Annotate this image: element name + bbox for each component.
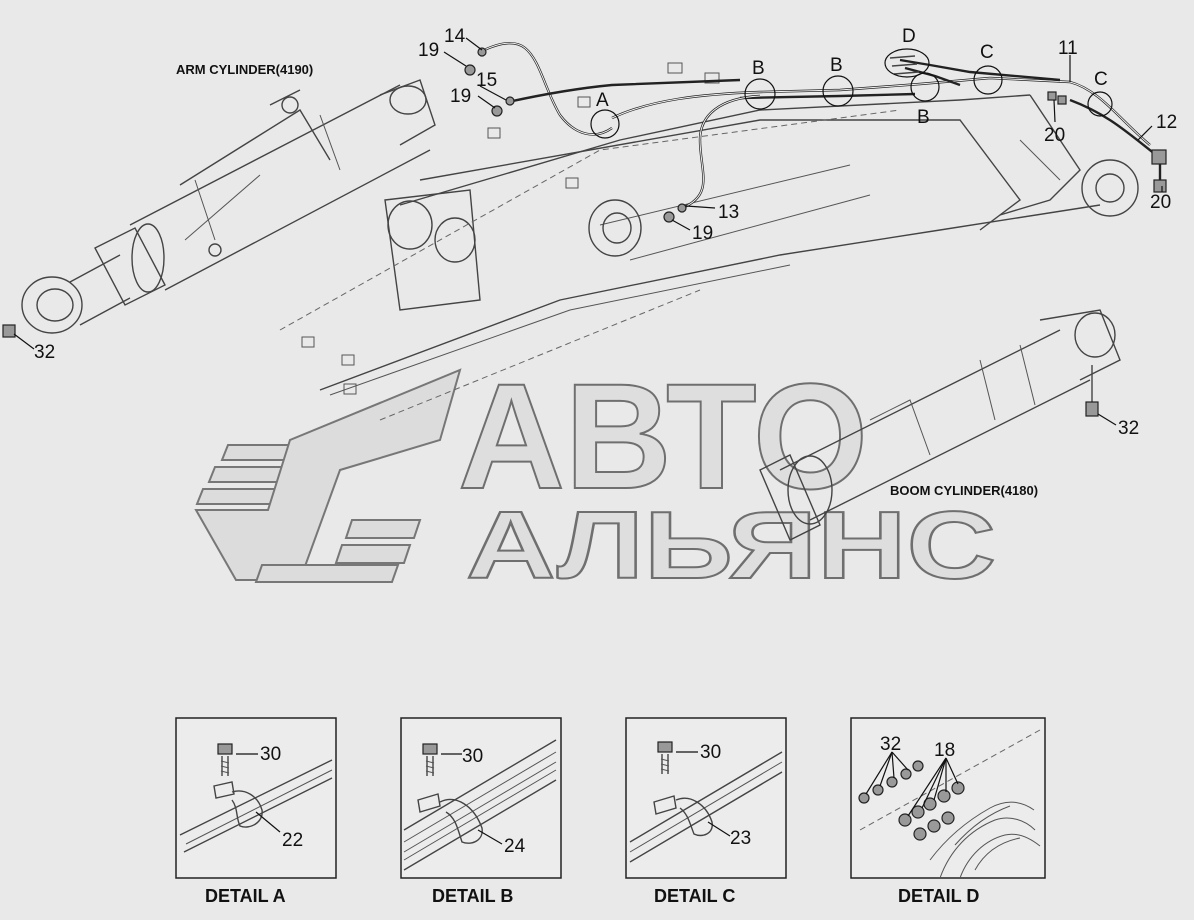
label-20-b: 20 xyxy=(1150,192,1171,213)
label-12: 12 xyxy=(1156,112,1177,133)
part-leaders xyxy=(13,37,1163,426)
detail-b-bolt-label: 30 xyxy=(462,746,483,767)
detail-b-title: DETAIL B xyxy=(432,886,513,906)
detail-c-bolt-label: 30 xyxy=(700,742,721,763)
detail-d-title: DETAIL D xyxy=(898,886,979,906)
boom-structure xyxy=(279,62,1139,421)
arm-cylinder-title: ARM CYLINDER(4190) xyxy=(176,62,313,77)
label-14: 14 xyxy=(444,26,466,47)
detail-d-right-label: 18 xyxy=(934,740,955,761)
label-19-b: 19 xyxy=(450,86,471,107)
detail-d-box xyxy=(850,717,1046,879)
detail-a-bolt-label: 30 xyxy=(260,744,281,765)
detail-c-clamp-label: 23 xyxy=(730,828,751,849)
label-32-b: 32 xyxy=(1118,418,1139,439)
watermark-logo xyxy=(194,368,462,583)
marker-c2: C xyxy=(1094,69,1108,90)
label-19-c: 19 xyxy=(692,223,713,244)
detail-a-title: DETAIL A xyxy=(205,886,286,906)
detail-c-box xyxy=(625,717,787,879)
label-11: 11 xyxy=(1058,38,1078,59)
hose-lines xyxy=(464,41,1167,223)
watermark-line1: АВТО xyxy=(458,352,868,520)
detail-b-box xyxy=(400,717,562,879)
detail-c-title: DETAIL C xyxy=(654,886,735,906)
arm-cylinder xyxy=(2,79,436,338)
boom-cylinder xyxy=(759,309,1121,541)
marker-a: A xyxy=(596,90,609,111)
detail-d-left-label: 32 xyxy=(880,734,901,755)
label-19-a: 19 xyxy=(418,40,439,61)
label-15: 15 xyxy=(476,70,497,91)
label-13: 13 xyxy=(718,202,739,223)
detail-a-clamp-label: 22 xyxy=(282,830,303,851)
marker-b2: B xyxy=(830,55,843,76)
detail-callouts xyxy=(590,48,1113,139)
detail-a-box xyxy=(175,717,337,879)
label-20-a: 20 xyxy=(1044,125,1065,146)
marker-d: D xyxy=(902,26,916,47)
boom-cylinder-title: BOOM CYLINDER(4180) xyxy=(890,483,1038,498)
marker-b1: B xyxy=(752,58,765,79)
watermark-line2: АЛЬЯНС xyxy=(466,492,996,599)
marker-b3: B xyxy=(917,107,930,128)
marker-c1: C xyxy=(980,42,994,63)
detail-b-clamp-label: 24 xyxy=(504,836,526,857)
label-32-a: 32 xyxy=(34,342,55,363)
